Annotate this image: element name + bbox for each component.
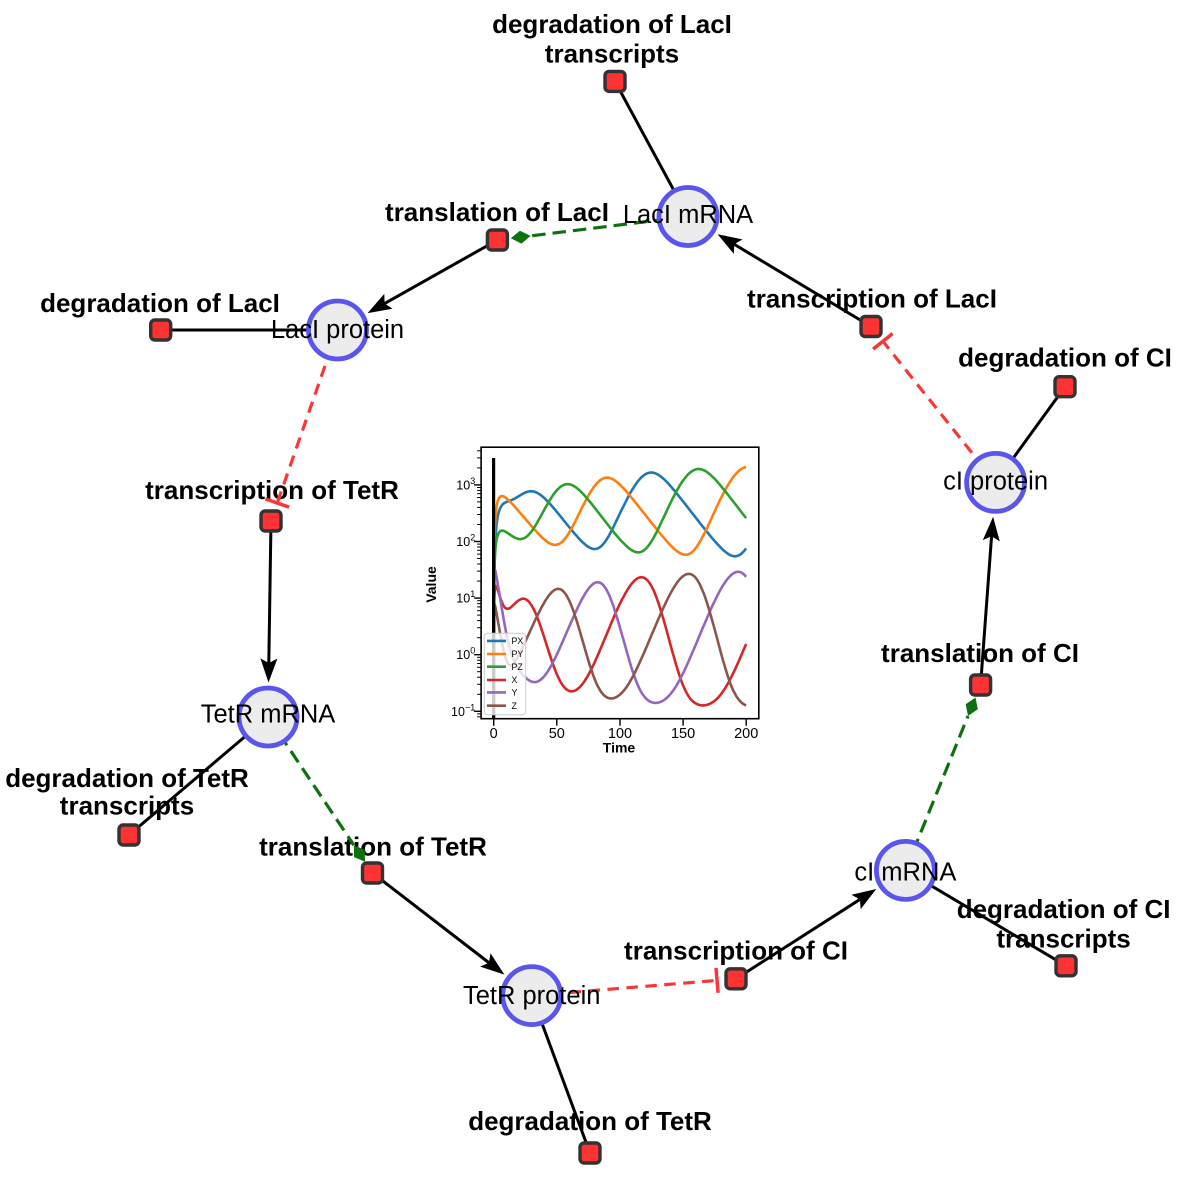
svg-text:50: 50 xyxy=(549,726,565,742)
svg-text:LacI mRNA: LacI mRNA xyxy=(623,201,753,229)
svg-text:100: 100 xyxy=(608,726,632,742)
svg-text:degradation of LacI: degradation of LacI xyxy=(40,288,280,318)
svg-text:transcripts: transcripts xyxy=(60,791,194,821)
svg-text:150: 150 xyxy=(671,726,695,742)
svg-text:PY: PY xyxy=(512,649,524,659)
svg-text:Z: Z xyxy=(512,701,518,711)
svg-text:Time: Time xyxy=(603,740,636,756)
svg-text:0: 0 xyxy=(490,726,498,742)
svg-text:transcripts: transcripts xyxy=(545,38,679,68)
svg-text:degradation of TetR: degradation of TetR xyxy=(468,1106,712,1136)
svg-text:translation of LacI: translation of LacI xyxy=(385,197,609,227)
svg-text:LacI protein: LacI protein xyxy=(271,316,404,344)
svg-text:200: 200 xyxy=(734,726,758,742)
svg-text:transcripts: transcripts xyxy=(996,924,1130,954)
svg-text:X: X xyxy=(512,675,518,685)
svg-text:translation of CI: translation of CI xyxy=(881,638,1079,668)
svg-text:Y: Y xyxy=(512,688,518,698)
svg-text:transcription of CI: transcription of CI xyxy=(624,936,848,966)
svg-text:Value: Value xyxy=(423,566,439,603)
svg-text:PZ: PZ xyxy=(512,662,524,672)
svg-text:TetR mRNA: TetR mRNA xyxy=(201,701,336,729)
svg-text:degradation of LacI: degradation of LacI xyxy=(492,9,732,39)
svg-text:translation of TetR: translation of TetR xyxy=(259,832,487,862)
svg-text:degradation of TetR: degradation of TetR xyxy=(5,763,249,793)
svg-text:degradation of CI: degradation of CI xyxy=(957,894,1171,924)
svg-text:PX: PX xyxy=(512,636,524,646)
svg-text:transcription of LacI: transcription of LacI xyxy=(747,284,997,314)
svg-text:TetR protein: TetR protein xyxy=(463,982,601,1010)
svg-text:degradation of CI: degradation of CI xyxy=(958,343,1172,373)
svg-text:cI mRNA: cI mRNA xyxy=(854,859,956,887)
svg-text:cI protein: cI protein xyxy=(943,468,1048,496)
